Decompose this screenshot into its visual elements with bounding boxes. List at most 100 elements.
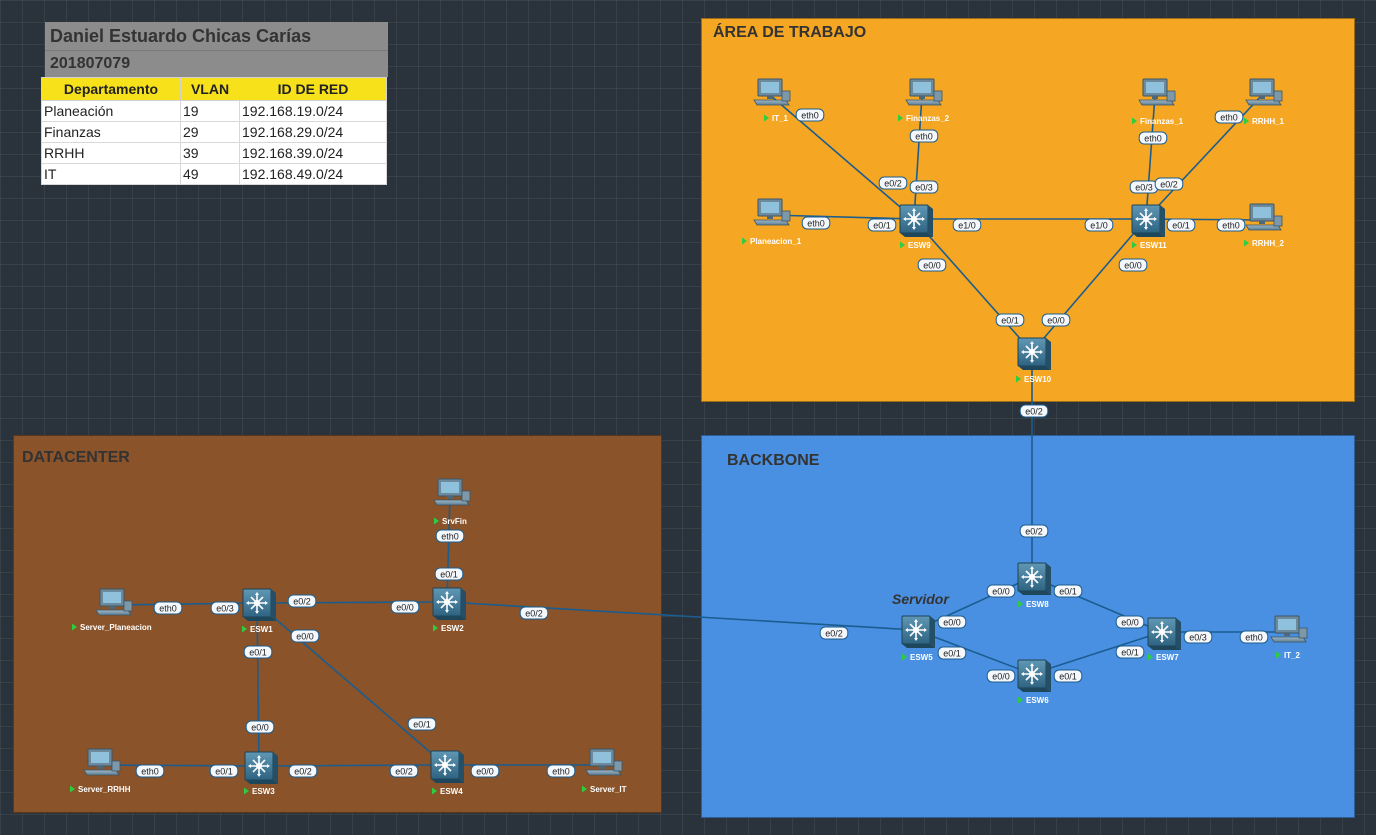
port-label: e0/3	[909, 180, 939, 194]
switch-icon	[899, 204, 934, 238]
link-esw2-esw5[interactable]	[446, 601, 917, 631]
link-finanzas_1-esw11[interactable]	[1145, 94, 1156, 220]
computer-icon	[95, 588, 133, 616]
link-rrhh_1-esw11[interactable]	[1145, 94, 1263, 220]
svg-text:ESW4: ESW4	[440, 787, 463, 796]
port-label: e0/2	[287, 594, 317, 608]
node-label: Server_IT	[582, 785, 627, 794]
play-icon	[432, 787, 437, 795]
switch-esw4[interactable]: ESW4	[430, 750, 465, 796]
port-label: e0/2	[288, 764, 318, 778]
svg-text:e0/2: e0/2	[825, 629, 843, 639]
computer-icon	[433, 478, 471, 506]
computer-icon	[753, 198, 791, 226]
cell-id-de-red: 192.168.49.0/24	[239, 163, 387, 185]
port-label: e0/0	[470, 764, 500, 778]
svg-text:IT_1: IT_1	[772, 114, 789, 123]
svg-text:e0/0: e0/0	[296, 632, 314, 642]
port-label: e0/0	[245, 720, 275, 734]
pc-finanzas-1[interactable]: Finanzas_1	[1132, 78, 1184, 126]
play-icon	[582, 785, 587, 793]
zone-title-datacenter: DATACENTER	[22, 449, 130, 466]
student-info-box[interactable]: Daniel Estuardo Chicas Carías 201807079 …	[41, 22, 388, 185]
pc-server-it[interactable]: Server_IT	[582, 748, 627, 794]
link-esw11-esw10[interactable]	[1031, 218, 1147, 353]
table-row: Planeación 19 192.168.19.0/24	[41, 100, 387, 122]
svg-text:eth0: eth0	[1245, 633, 1263, 643]
pc-srvfin[interactable]: SrvFin	[433, 478, 471, 526]
pc-it-1[interactable]: IT_1	[753, 78, 791, 123]
port-label: e0/1	[1053, 669, 1083, 683]
port-label: e0/0	[1118, 258, 1148, 272]
switch-esw11[interactable]: ESW11	[1131, 204, 1167, 250]
switch-esw10[interactable]: ESW10	[1016, 337, 1052, 384]
link-esw9-esw10[interactable]	[913, 218, 1033, 353]
link-planeacion_1-esw9[interactable]	[769, 214, 915, 220]
pc-server-rrhh[interactable]: Server_RRHH	[70, 748, 131, 794]
port-label: eth0	[135, 764, 165, 778]
switch-icon	[1017, 337, 1052, 371]
port-label: e0/1	[1053, 584, 1083, 598]
svg-text:e0/0: e0/0	[923, 261, 941, 271]
switch-esw7[interactable]: ESW7	[1147, 617, 1182, 662]
svg-text:Planeacion_1: Planeacion_1	[750, 237, 802, 246]
node-label: ESW6	[1018, 696, 1049, 705]
computer-icon	[1245, 78, 1283, 106]
pc-server-planeacion[interactable]: Server_Planeacion	[72, 588, 152, 632]
svg-text:e1/0: e1/0	[1090, 221, 1108, 231]
play-icon	[244, 787, 249, 795]
switch-esw5[interactable]: ESW5	[901, 615, 936, 662]
switch-icon	[1131, 204, 1166, 238]
play-icon	[70, 785, 75, 793]
table-row: IT 49 192.168.49.0/24	[41, 163, 387, 185]
port-label: e1/0	[1084, 218, 1114, 232]
svg-text:eth0: eth0	[441, 532, 459, 542]
port-label: eth0	[909, 129, 939, 143]
pc-rrhh-2[interactable]: RRHH_2	[1244, 203, 1285, 248]
switch-esw9[interactable]: ESW9	[899, 204, 934, 250]
svg-text:eth0: eth0	[141, 767, 159, 777]
switch-esw8[interactable]: ESW8	[1017, 562, 1052, 609]
switch-icon	[430, 750, 465, 784]
link-it_1-esw9[interactable]	[769, 94, 915, 220]
computer-icon	[905, 78, 943, 106]
svg-text:e0/0: e0/0	[992, 672, 1010, 682]
switch-esw3[interactable]: ESW3	[244, 751, 279, 796]
zone-datacenter[interactable]: DATACENTER	[13, 435, 662, 813]
node-label: Server_RRHH	[70, 785, 131, 794]
port-label: e0/0	[1041, 313, 1071, 327]
svg-text:RRHH_1: RRHH_1	[1252, 117, 1285, 126]
link-finanzas_2-esw9[interactable]	[913, 94, 923, 220]
port-label: e0/1	[209, 764, 239, 778]
link-esw6-esw7[interactable]	[1031, 631, 1163, 675]
link-esw1-esw4[interactable]	[256, 602, 446, 766]
pc-it-2[interactable]: IT_2	[1270, 615, 1308, 660]
link-esw3-esw4[interactable]	[258, 764, 446, 767]
zone-backbone[interactable]: BACKBONE	[701, 435, 1355, 818]
node-label: SrvFin	[434, 517, 467, 526]
node-label: Finanzas_2	[898, 114, 950, 123]
link-esw1-esw2[interactable]	[256, 601, 448, 604]
cell-departamento: Planeación	[41, 100, 181, 122]
link-esw5-esw6[interactable]	[915, 629, 1033, 675]
link-srvfin-esw2[interactable]	[446, 494, 451, 603]
pc-finanzas-2[interactable]: Finanzas_2	[898, 78, 950, 123]
play-icon	[1132, 241, 1137, 249]
pc-rrhh-1[interactable]: RRHH_1	[1244, 78, 1285, 126]
pc-planeacion-1[interactable]: Planeacion_1	[742, 198, 802, 246]
svg-text:e0/2: e0/2	[1025, 527, 1043, 537]
computer-icon	[1245, 203, 1283, 231]
port-label: eth0	[1214, 110, 1244, 124]
cell-vlan: 49	[180, 163, 240, 185]
switch-esw1[interactable]: ESW1	[242, 588, 277, 634]
port-label: eth0	[1216, 218, 1246, 232]
svg-text:eth0: eth0	[801, 111, 819, 121]
switch-esw6[interactable]: ESW6	[1017, 659, 1052, 705]
play-icon	[1016, 375, 1021, 383]
node-label: Server_Planeacion	[72, 623, 152, 632]
play-icon	[1244, 117, 1249, 125]
switch-esw2[interactable]: ESW2	[432, 587, 467, 633]
link-esw1-esw3[interactable]	[256, 602, 260, 767]
port-label: e0/2	[389, 764, 419, 778]
